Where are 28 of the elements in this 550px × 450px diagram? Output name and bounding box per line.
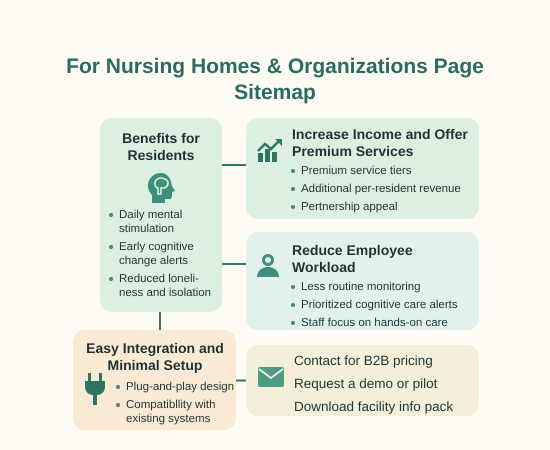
connector-line [222, 263, 246, 265]
diagram-title: For Nursing Homes & Organizations Page Sitemap [65, 54, 485, 106]
action-text: Request a demo or pilot [294, 376, 438, 392]
topic-card [246, 118, 479, 219]
action-text: Download facility info pack [294, 399, 454, 415]
bullet-item: Prioritized cognitive care alerts [290, 298, 476, 312]
bullet-item: Pertnership appeal [290, 200, 476, 214]
card-heading: Easy Integration and Minimal Setup [85, 340, 225, 374]
card-heading: Increase Income and Offer Premium Services [292, 126, 469, 160]
connector-line [236, 380, 246, 382]
action-text: Contact for B2B pricing [294, 353, 434, 369]
connector-line [159, 312, 161, 330]
bullet-item: Compatibllity with existing systems [115, 398, 235, 426]
bullet-item: Less routine monitoring [290, 280, 476, 294]
topic-card [73, 330, 236, 430]
card-heading: Benefits for Residents [121, 130, 201, 164]
bullet-item: Staff focus on hands-on care [290, 316, 476, 330]
bullet-item: Additional per-resident revenue [290, 182, 476, 196]
topic-card [246, 232, 479, 330]
bullet-item: Plug-and-play design [115, 380, 235, 394]
connector-line [222, 164, 246, 166]
bullet-item: Premium service tiers [290, 164, 476, 178]
topic-card [100, 118, 222, 312]
bullet-item: Early cognitive change alerts [108, 240, 218, 268]
topic-card [246, 345, 479, 416]
bullet-item: Daily mental stimulation [108, 208, 218, 236]
card-heading: Reduce Employee Workload [292, 242, 414, 276]
bullet-item: Reduced loneli- ness and isolation [108, 272, 218, 300]
